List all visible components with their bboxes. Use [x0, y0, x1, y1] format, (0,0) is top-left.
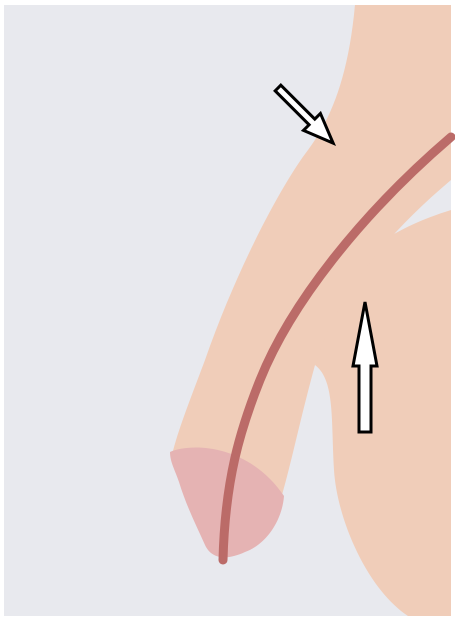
anatomy-diagram: [0, 0, 455, 619]
diagram-canvas: [0, 0, 455, 619]
